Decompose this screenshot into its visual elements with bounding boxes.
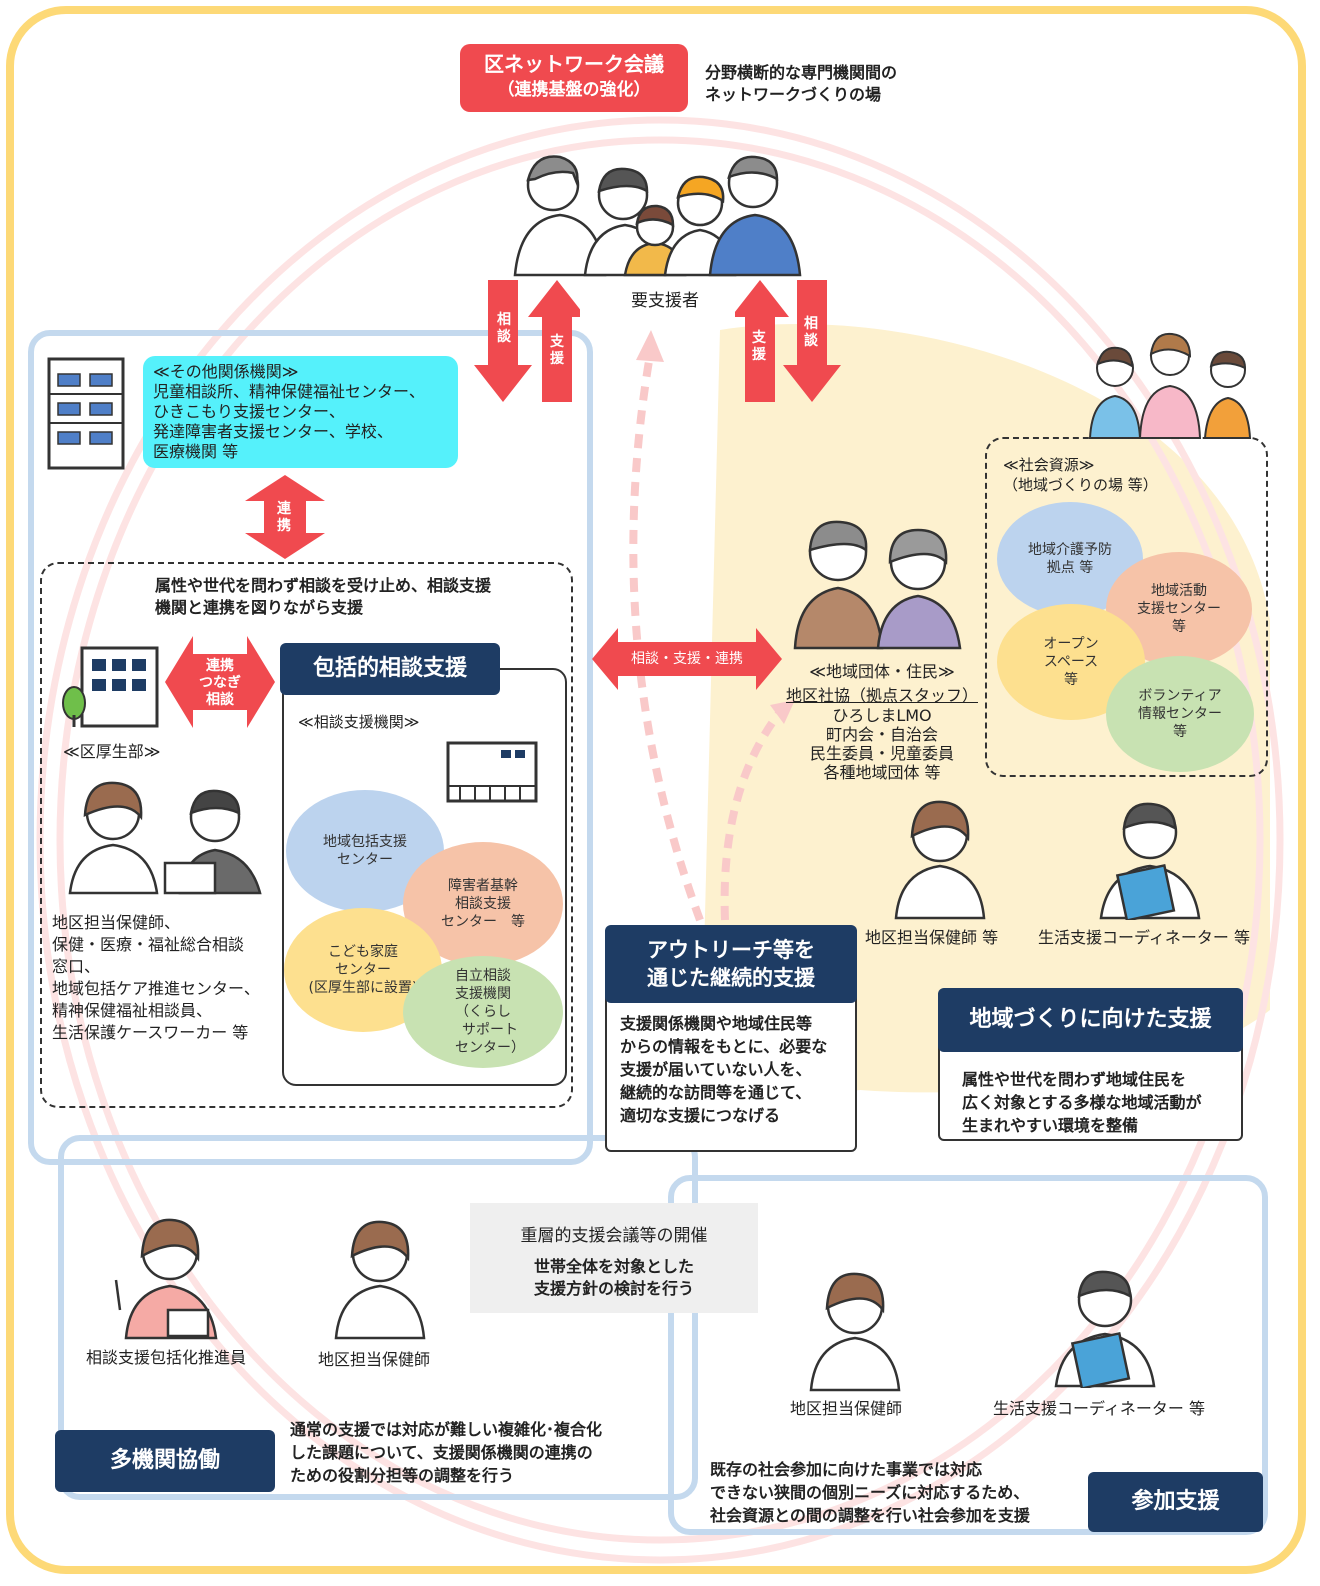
community-support-title: 地域づくりに向けた支援	[938, 988, 1243, 1052]
participation-coordinator-illustration	[1054, 1270, 1156, 1388]
network-desc-line2: ネットワークづくりの場	[705, 85, 882, 104]
community-coordinator-label: 生活支援コーディネーター 等	[1038, 928, 1250, 947]
participation-nurse-label: 地区担当保健師	[790, 1399, 903, 1418]
community-groups-title: ≪地域団体・住民≫	[809, 662, 955, 681]
network-meeting-subtitle: （連携基盤の強化）	[497, 80, 651, 100]
support-meeting-description: 世帯全体を対象とした 支援方針の検討を行う	[533, 1257, 694, 1298]
community-coordinator-illustration	[1099, 802, 1201, 920]
arrow-down-consult	[474, 280, 532, 402]
participation-panel	[668, 1175, 1268, 1535]
support-meeting-box: 重層的支援会議等の開催 世帯全体を対象とした 支援方針の検討を行う	[470, 1203, 758, 1313]
other-agencies-list: 児童相談所、精神保健福祉センター、 ひきこもり支援センター、 発達障害者支援セン…	[153, 382, 425, 461]
multi-agency-title: 多機関協働	[55, 1430, 275, 1492]
consult-agency-building-icon	[446, 741, 538, 803]
multi-nurse-label: 地区担当保健師	[318, 1350, 431, 1369]
consult-dashed-region	[40, 562, 573, 1108]
outreach-box	[605, 990, 857, 1152]
ring-inner	[56, 136, 1264, 1544]
person-needing-support-label: 要支援者	[631, 291, 699, 311]
consult-support-arrows-left	[474, 280, 580, 402]
ward-link-label: 連携 つなぎ 相談	[199, 658, 241, 708]
participation-coordinator-label: 生活支援コーディネーター 等	[993, 1399, 1205, 1418]
consult-panel	[28, 330, 593, 1165]
network-desc-line1: 分野横断的な専門機関間の	[705, 63, 898, 82]
outreach-title: アウトリーチ等を 通じた継続的支援	[605, 925, 857, 1003]
center-link-arrow	[592, 628, 782, 690]
ward-office-label: ≪区厚生部≫	[63, 742, 161, 761]
arrow-up-support-right	[735, 280, 789, 402]
consult-promoter-label: 相談支援包括化推進員	[86, 1348, 247, 1367]
comprehensive-consult-title: 包括的相談支援	[280, 643, 500, 695]
blob-child-family-center: こども家庭 センター (区厚生部に設置)	[284, 908, 442, 1032]
community-nurse-label: 地区担当保健師 等	[865, 928, 999, 947]
other-agencies-title: ≪その他関係機関≫	[153, 362, 299, 381]
participation-nurse-illustration	[809, 1272, 901, 1392]
community-support-description: 属性や世代を問わず地域住民を 広く対象とする多様な地域活動が 生まれやすい環境を…	[962, 1070, 1202, 1135]
renkei-label: 連 携	[277, 501, 291, 534]
arrow-up-support	[528, 280, 580, 402]
support-meeting-title: 重層的支援会議等の開催	[520, 1226, 708, 1246]
participation-support-title: 参加支援	[1088, 1472, 1263, 1532]
multi-nurse-illustration	[334, 1220, 426, 1340]
arrow-label-consult-right: 相 談	[804, 316, 818, 349]
outer-frame	[6, 6, 1306, 1574]
ward-office-icon	[62, 646, 159, 728]
family-illustration	[513, 155, 802, 277]
consult-intro: 属性や世代を問わず相談を受け止め、相談支援 機関と連携を図りながら支援	[155, 576, 492, 617]
building-icon	[47, 357, 125, 470]
ward-link-arrow	[165, 636, 275, 728]
community-groups-list: ひろしまLMO 町内会・自治会 民生委員・児童委員 各種地域団体 等	[809, 706, 954, 782]
consult-agencies-title: ≪相談支援機関≫	[298, 713, 420, 731]
elderly-couple-illustration	[793, 520, 962, 650]
renkei-arrow	[245, 475, 325, 559]
network-meeting-title: 区ネットワーク会議	[484, 52, 664, 76]
other-agencies-box: ≪その他関係機関≫ 児童相談所、精神保健福祉センター、 ひきこもり支援センター、…	[143, 356, 458, 468]
consult-support-arrows-right	[735, 280, 841, 402]
ward-staff-list: 地区担当保健師、 保健・医療・福祉総合相談 窓口、 地域包括ケア推進センター、 …	[52, 913, 260, 1042]
residents-chatting-illustration	[1088, 332, 1252, 439]
district-social-welfare-council: 地区社協（拠点スタッフ）	[785, 686, 978, 705]
arrow-down-consult-right	[783, 280, 841, 402]
center-link-label: 相談・支援・連携	[631, 651, 743, 667]
outreach-description: 支援関係機関や地域住民等 からの情報をもとに、必要な 支援が届いていない人を、 …	[620, 1014, 828, 1125]
network-meeting-box: 区ネットワーク会議 （連携基盤の強化）	[460, 44, 688, 112]
consult-promoter-illustration	[114, 1218, 218, 1340]
arrow-label-support-left: 支 援	[550, 334, 564, 367]
social-resources-title: ≪社会資源≫ （地域づくりの場 等）	[1003, 456, 1158, 494]
multi-agency-description: 通常の支援では対応が難しい複雑化･複合化 した課題について、支援関係機関の連携の…	[290, 1420, 603, 1485]
social-resources-region	[985, 437, 1268, 777]
blob-independence-support-agency: 自立相談 支援機関 （くらし サポート センター）	[403, 956, 563, 1068]
blob-volunteer-info-center: ボランティア 情報センター 等	[1106, 656, 1254, 772]
multi-agency-panel	[58, 1135, 698, 1500]
ward-staff-illustration	[68, 781, 262, 895]
network-description: 分野横断的な専門機関間の ネットワークづくりの場	[705, 62, 897, 106]
community-nurse-illustration	[894, 800, 986, 920]
arrow-label-support-right: 支 援	[752, 330, 766, 363]
participation-description: 既存の社会参加に向けた事業では対応 できない狭間の個別ニーズに対応するため、 社…	[710, 1460, 1030, 1525]
blob-community-activity-center: 地域活動 支援センター 等	[1106, 552, 1252, 666]
arrow-label-consult-left: 相 談	[497, 312, 511, 345]
